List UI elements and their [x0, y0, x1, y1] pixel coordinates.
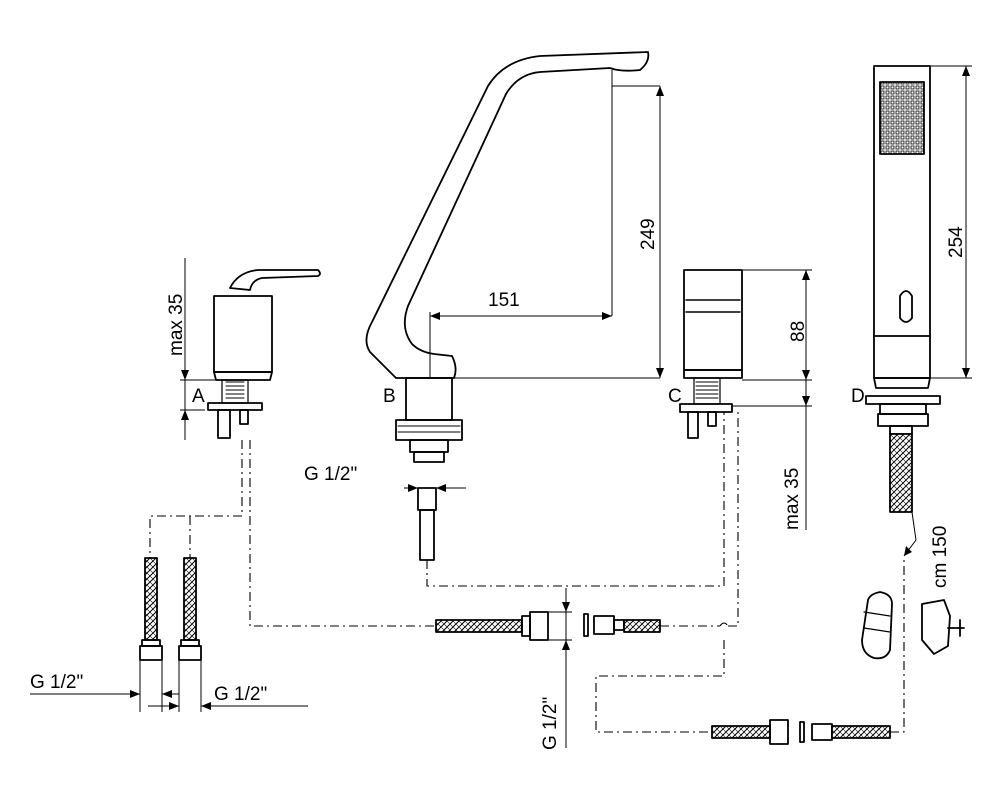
dim-max-35-right: max 35: [782, 468, 803, 530]
thread-left-hose-2: G 1/2": [214, 684, 267, 705]
spare-parts: [861, 591, 965, 660]
thread-left-hose-1: G 1/2": [30, 672, 83, 693]
dim-max-35-left: max 35: [166, 294, 187, 356]
dim-shower-length: 254: [946, 226, 967, 258]
spout-b: [365, 51, 650, 561]
dim-handle-height: 88: [788, 321, 809, 342]
label-a: A: [192, 386, 205, 407]
mixer-c: [679, 269, 743, 439]
hand-shower-d: [865, 65, 941, 513]
label-c: C: [668, 386, 682, 407]
thread-spout: G 1/2": [304, 464, 357, 485]
thread-bottom: G 1/2": [540, 697, 561, 750]
dim-hose-length: cm 150: [930, 526, 951, 588]
flex-hoses-left: [139, 557, 202, 661]
dim-spout-reach: 151: [488, 290, 520, 311]
dim-spout-height: 249: [638, 218, 659, 250]
label-d: D: [851, 386, 865, 407]
flex-hoses-horizontal: [435, 611, 891, 745]
mixer-a: [207, 269, 321, 439]
label-b: B: [383, 386, 396, 407]
